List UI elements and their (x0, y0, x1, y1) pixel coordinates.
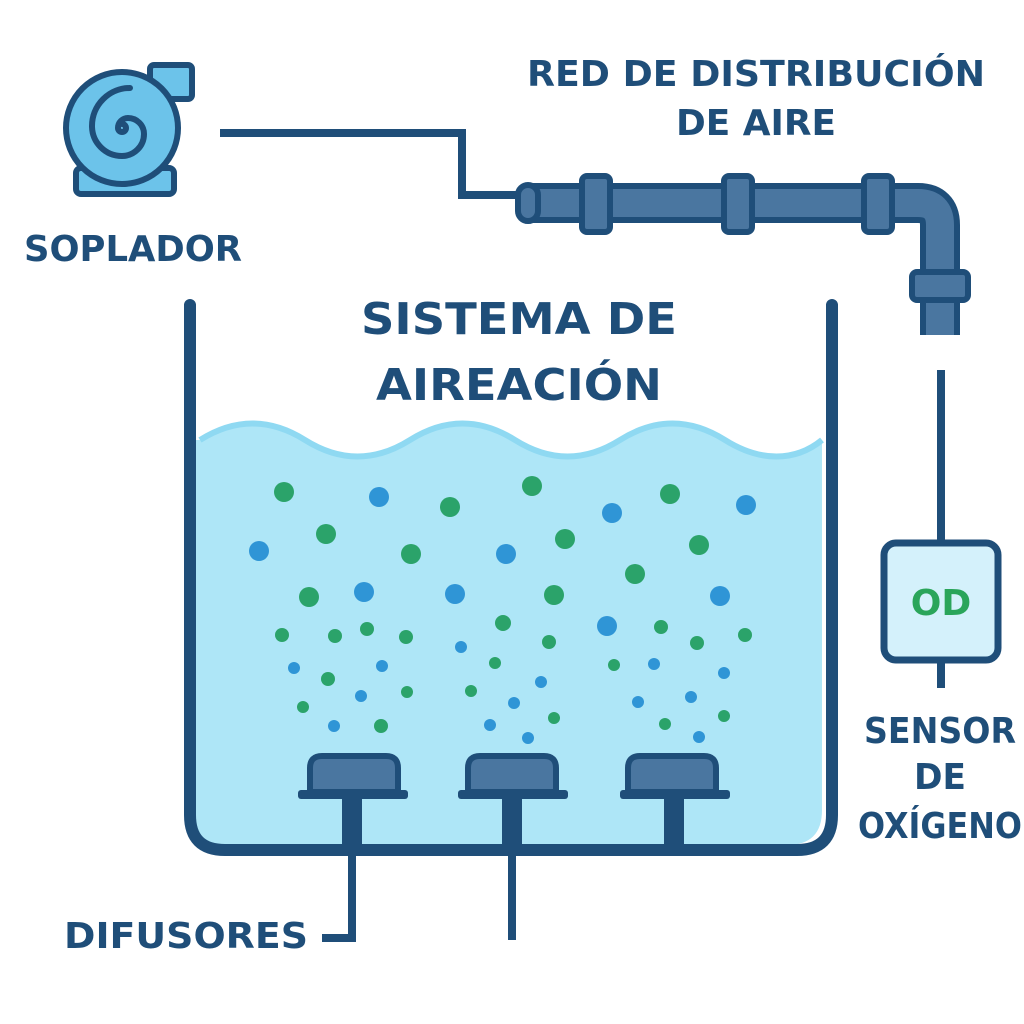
blower-label: SOPLADOR (24, 229, 242, 270)
bubble-icon (548, 712, 560, 724)
bubble-icon (399, 630, 413, 644)
diffusers-label: DIFUSORES (64, 916, 308, 957)
bubble-icon (718, 710, 730, 722)
bubble-icon (544, 585, 564, 605)
diffuser-icon (620, 753, 730, 849)
bubble-icon (555, 529, 575, 549)
bubble-icon (288, 662, 300, 674)
pipe-coupling (721, 173, 755, 235)
bubble-icon (738, 628, 752, 642)
water-body (190, 423, 822, 845)
diffusers (298, 753, 730, 849)
bubble-icon (369, 487, 389, 507)
bubble-icon (249, 541, 269, 561)
bubble-icon (299, 587, 319, 607)
bubble-icon (401, 686, 413, 698)
bubble-icon (508, 697, 520, 709)
bubble-icon (693, 731, 705, 743)
bubble-icon (328, 629, 342, 643)
pipe-coupling (579, 173, 613, 235)
bubble-icon (648, 658, 660, 670)
sensor-label-line1: SENSOR (864, 711, 1016, 752)
bubble-icon (374, 719, 388, 733)
bubble-icon (718, 667, 730, 679)
bubble-icon (440, 497, 460, 517)
system-title-line2: AIREACIÓN (376, 358, 662, 411)
bubble-icon (602, 503, 622, 523)
bubble-icon (355, 690, 367, 702)
water-surface (198, 420, 824, 460)
bubble-icon (354, 582, 374, 602)
bubble-icon (710, 586, 730, 606)
bubble-icon (297, 701, 309, 713)
bubble-icon (689, 535, 709, 555)
bubble-icon (274, 482, 294, 502)
bubble-icon (597, 616, 617, 636)
bubble-icon (328, 720, 340, 732)
bubbles (249, 476, 756, 744)
diffusers-leader-line (322, 850, 356, 942)
bubble-icon (316, 524, 336, 544)
bubble-icon (632, 696, 644, 708)
sensor-label-line3: OXÍGENO (858, 805, 1022, 847)
pipe-end-cap (515, 182, 541, 224)
bubble-icon (660, 484, 680, 504)
pipe-coupling (909, 269, 971, 303)
system-title-line1: SISTEMA DE (361, 294, 677, 345)
bubble-icon (659, 718, 671, 730)
bubble-icon (685, 691, 697, 703)
diffuser-icon (458, 753, 568, 849)
air-pipe (515, 173, 971, 335)
bubble-icon (495, 615, 511, 631)
bubble-icon (625, 564, 645, 584)
pipe-inner (525, 189, 954, 335)
bubble-icon (522, 732, 534, 744)
oxygen-sensor-icon (880, 539, 1002, 664)
od-label: OD (911, 583, 972, 624)
bubble-icon (484, 719, 496, 731)
bubble-icon (321, 672, 335, 686)
blower-icon (63, 62, 195, 197)
water (190, 420, 824, 845)
bubble-icon (654, 620, 668, 634)
network-label-line1: RED DE DISTRIBUCIÓN (527, 53, 985, 95)
bubble-icon (608, 659, 620, 671)
bubble-icon (360, 622, 374, 636)
bubble-icon (489, 657, 501, 669)
bubble-icon (401, 544, 421, 564)
diffuser-icon (298, 753, 408, 849)
bubble-icon (275, 628, 289, 642)
bubble-icon (455, 641, 467, 653)
bubble-icon (522, 476, 542, 496)
sensor-label-line2: DE (914, 757, 966, 798)
bubble-icon (542, 635, 556, 649)
bubble-icon (736, 495, 756, 515)
air-line (220, 129, 522, 199)
bubble-icon (445, 584, 465, 604)
bubble-icon (535, 676, 547, 688)
bubble-icon (496, 544, 516, 564)
network-label-line2: DE AIRE (676, 103, 836, 144)
bubble-icon (690, 636, 704, 650)
pipe-coupling (861, 173, 895, 235)
bubble-icon (376, 660, 388, 672)
bubble-icon (465, 685, 477, 697)
